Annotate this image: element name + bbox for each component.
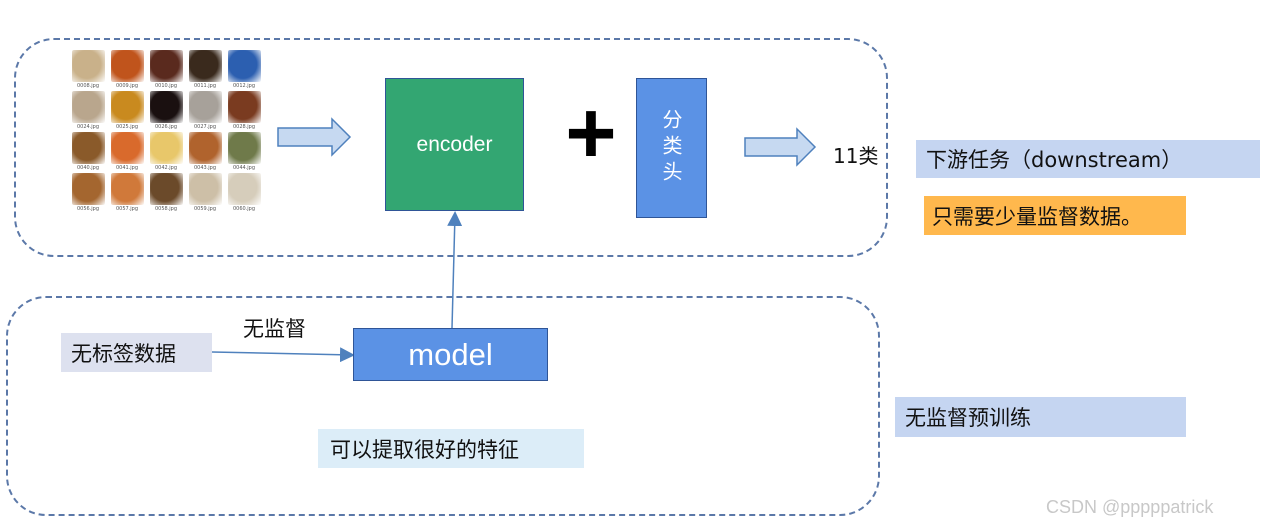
image-thumbnail: 0009.jpg: [109, 50, 145, 91]
food-photo: [188, 50, 222, 82]
food-photo: [71, 132, 105, 164]
classifier-head-block: 分类头: [636, 78, 707, 218]
image-thumbnail: 0058.jpg: [148, 173, 184, 214]
image-filename: 0058.jpg: [154, 206, 178, 212]
image-filename: 0024.jpg: [76, 124, 100, 130]
image-thumbnail: 0043.jpg: [187, 132, 223, 173]
image-filename: 0040.jpg: [76, 165, 100, 171]
encoder-label: encoder: [416, 132, 493, 156]
food-photo: [188, 132, 222, 164]
food-photo: [110, 50, 144, 82]
image-filename: 0059.jpg: [193, 206, 217, 212]
image-thumbnail: 0044.jpg: [226, 132, 262, 173]
image-thumbnail: 0060.jpg: [226, 173, 262, 214]
downstream-label: 下游任务（downstream）: [926, 148, 1183, 172]
image-thumbnail: 0056.jpg: [70, 173, 106, 214]
food-photo: [110, 132, 144, 164]
arrow-data-to-model: [211, 347, 355, 363]
image-thumbnail: 0040.jpg: [70, 132, 106, 173]
image-thumbnail: 0028.jpg: [226, 91, 262, 132]
image-filename: 0010.jpg: [154, 83, 178, 89]
downstream-region: [14, 38, 888, 257]
image-filename: 0012.jpg: [232, 83, 256, 89]
food-photo: [227, 132, 261, 164]
image-filename: 0025.jpg: [115, 124, 139, 130]
unlabeled-data-label: 无标签数据: [71, 341, 176, 366]
image-thumbnail: 0059.jpg: [187, 173, 223, 214]
pretrain-region: [6, 296, 880, 516]
image-filename: 0044.jpg: [232, 165, 256, 171]
model-block: model: [353, 328, 548, 381]
image-filename: 0009.jpg: [115, 83, 139, 89]
food-photo: [71, 50, 105, 82]
unlabeled-data-tag: 无标签数据: [61, 333, 212, 372]
food-photo: [227, 91, 261, 123]
image-filename: 0057.jpg: [115, 206, 139, 212]
block-arrow-to-encoder: [277, 117, 352, 157]
image-dataset-grid: 0008.jpg 0009.jpg 0010.jpg 0011.jpg 0012.jpg…: [70, 50, 265, 216]
food-photo: [71, 91, 105, 123]
block-arrow-to-output: [744, 127, 817, 167]
image-filename: 0026.jpg: [154, 124, 178, 130]
downstream-tag: 下游任务（downstream）: [916, 140, 1260, 178]
image-thumbnail: 0042.jpg: [148, 132, 184, 173]
image-thumbnail: 0024.jpg: [70, 91, 106, 132]
image-filename: 0011.jpg: [193, 83, 217, 89]
few-labels-note: 只需要少量监督数据。: [924, 196, 1186, 235]
image-thumbnail: 0012.jpg: [226, 50, 262, 91]
arrow-model-to-encoder: [447, 211, 463, 329]
image-thumbnail: 0041.jpg: [109, 132, 145, 173]
image-thumbnail: 0011.jpg: [187, 50, 223, 91]
image-filename: 0041.jpg: [115, 165, 139, 171]
pretrain-label: 无监督预训练: [905, 406, 1031, 430]
food-photo: [110, 91, 144, 123]
image-filename: 0060.jpg: [232, 206, 256, 212]
few-labels-text: 只需要少量监督数据。: [932, 204, 1142, 229]
unsupervised-arrow-label: 无监督: [243, 317, 306, 341]
encoder-block: encoder: [385, 78, 524, 211]
food-photo: [227, 50, 261, 82]
food-photo: [149, 132, 183, 164]
image-filename: 0043.jpg: [193, 165, 217, 171]
feature-note-text: 可以提取很好的特征: [330, 437, 519, 462]
food-photo: [227, 173, 261, 205]
pretrain-tag: 无监督预训练: [895, 397, 1186, 437]
food-photo: [149, 91, 183, 123]
image-filename: 0042.jpg: [154, 165, 178, 171]
food-photo: [188, 91, 222, 123]
watermark: CSDN @pppppatrick: [1046, 497, 1214, 517]
image-filename: 0056.jpg: [76, 206, 100, 212]
image-thumbnail: 0025.jpg: [109, 91, 145, 132]
food-photo: [149, 50, 183, 82]
image-filename: 0027.jpg: [193, 124, 217, 130]
image-thumbnail: 0057.jpg: [109, 173, 145, 214]
food-photo: [110, 173, 144, 205]
image-thumbnail: 0027.jpg: [187, 91, 223, 132]
food-photo: [188, 173, 222, 205]
feature-note: 可以提取很好的特征: [318, 429, 584, 468]
image-filename: 0028.jpg: [232, 124, 256, 130]
food-photo: [71, 173, 105, 205]
classifier-head-label: 分类头: [659, 109, 683, 187]
image-thumbnail: 0008.jpg: [70, 50, 106, 91]
output-label: 11类: [833, 144, 879, 168]
image-thumbnail: 0010.jpg: [148, 50, 184, 91]
image-thumbnail: 0026.jpg: [148, 91, 184, 132]
food-photo: [149, 173, 183, 205]
plus-symbol: +: [565, 83, 617, 182]
model-label: model: [408, 336, 493, 372]
image-filename: 0008.jpg: [76, 83, 100, 89]
